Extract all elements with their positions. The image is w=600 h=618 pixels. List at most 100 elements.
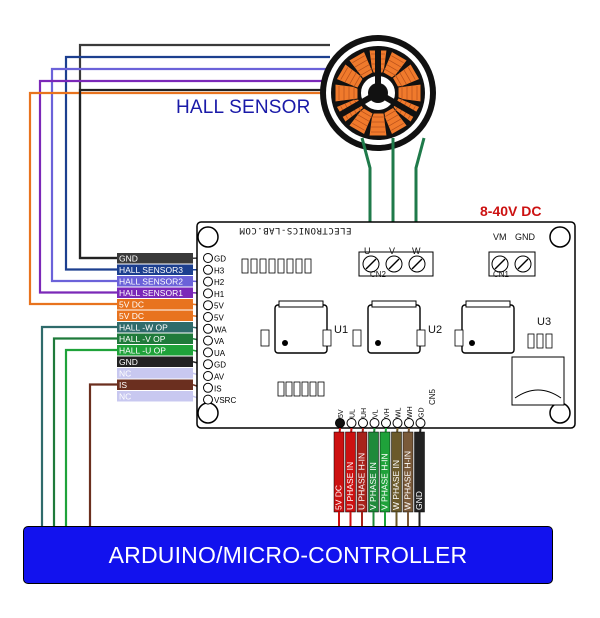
signal-wire — [90, 385, 117, 527]
wire-tag-label: GND — [119, 254, 138, 264]
wire-tag-label: HALL -V OP — [119, 334, 166, 344]
wire-tag — [117, 380, 193, 391]
header-pin — [382, 419, 391, 428]
chip-u1-label: U1 — [334, 324, 348, 336]
wire-tag-label: 5V DC — [119, 300, 144, 310]
mosfet-chip — [368, 305, 420, 353]
header-pin — [204, 336, 213, 345]
smd-resistor — [286, 382, 292, 396]
chip-dot — [282, 340, 288, 346]
header-pin — [204, 372, 213, 381]
header-pin-label: 5V — [338, 409, 345, 418]
header-pin — [204, 324, 213, 333]
bundle-wire-label: W PHASE IN — [391, 460, 401, 510]
header-pin — [204, 254, 213, 263]
header-pin-label: GD — [214, 361, 226, 370]
header-pin-label: VL — [373, 409, 380, 418]
header-pin — [336, 419, 345, 428]
header-pin — [204, 289, 213, 298]
signal-wire — [54, 339, 117, 527]
smd-resistor — [251, 259, 257, 273]
smd-part — [323, 330, 331, 346]
mounting-hole — [550, 403, 570, 423]
header-pin — [204, 348, 213, 357]
smd-part — [455, 330, 463, 346]
smd-resistor — [305, 259, 311, 273]
wire-tag-label: GND — [119, 357, 138, 367]
header-pin — [405, 419, 414, 428]
header-pin-label: WA — [214, 325, 227, 334]
mounting-hole — [550, 227, 570, 247]
header-pin-label: 5V — [214, 314, 224, 323]
smd-resistor — [260, 259, 266, 273]
smd-resistor — [537, 334, 543, 348]
wire-tag-label: IS — [119, 380, 127, 390]
header-pin-label: AV — [214, 373, 225, 382]
header-pin-label: GD — [214, 255, 226, 264]
header-pin-label: H1 — [214, 290, 225, 299]
wire-tag-label: NC — [119, 392, 131, 402]
header-pin-label: GD — [419, 408, 426, 419]
header-pin-label: H2 — [214, 278, 225, 287]
header-pin — [204, 277, 213, 286]
chip-dot — [375, 340, 381, 346]
smd-part — [417, 330, 425, 346]
capacitor-c10 — [512, 357, 564, 405]
smd-resistor — [310, 382, 316, 396]
header-pin — [204, 313, 213, 322]
header-pin — [204, 395, 213, 404]
smd-resistor — [296, 259, 302, 273]
smd-resistor — [287, 259, 293, 273]
wire-tag-label: HALL -W OP — [119, 323, 168, 333]
cn1-pin-vm: VM — [493, 232, 507, 242]
smd-resistor — [278, 259, 284, 273]
wire-tag-label: HALL SENSOR2 — [119, 277, 183, 287]
wire-tag-label: HALL -U OP — [119, 346, 166, 356]
chip-tab — [466, 301, 510, 307]
signal-wire — [66, 350, 117, 526]
smd-resistor — [269, 259, 275, 273]
bundle-wire-label: U PHASE IN — [345, 462, 355, 510]
smd-part — [353, 330, 361, 346]
header-pin — [359, 419, 368, 428]
bundle-wire-label: V PHASE IN — [368, 462, 378, 510]
bundle-wire-label: W PHASE H-IN — [403, 451, 413, 510]
header-pin — [204, 360, 213, 369]
header-pin — [370, 419, 379, 428]
header-pin-label: UL — [350, 409, 357, 418]
chip-u3-label: U3 — [537, 316, 551, 328]
bundle-wire-label: GND — [414, 491, 424, 510]
microcontroller-block: ARDUINO/MICRO-CONTROLLER — [23, 526, 553, 584]
smd-resistor — [278, 382, 284, 396]
bldc-motor — [320, 35, 436, 151]
mounting-hole — [198, 227, 218, 247]
wire-tag-label: 5V DC — [119, 311, 144, 321]
cn5-label: CN5 — [428, 389, 437, 405]
cn2-label: CN2 — [370, 270, 386, 279]
cn1-pin-gnd: GND — [515, 232, 535, 242]
header-pin — [204, 301, 213, 310]
header-pin — [204, 265, 213, 274]
header-pin-label: VSRC — [214, 396, 236, 405]
smd-resistor — [528, 334, 534, 348]
chip-tab — [372, 301, 416, 307]
smd-part — [261, 330, 269, 346]
wire-tag-label: NC — [119, 369, 131, 379]
header-pin-label: VA — [214, 337, 225, 346]
header-pin-label: UA — [214, 349, 226, 358]
bundle-wire-label: U PHASE H-IN — [357, 453, 367, 510]
chip-tab — [279, 301, 323, 307]
header-pin — [393, 419, 402, 428]
header-pin — [347, 419, 356, 428]
cn2-pin-u: U — [364, 246, 371, 256]
smd-resistor — [318, 382, 324, 396]
header-pin-label: H3 — [214, 266, 225, 275]
header-pin-label: WL — [396, 407, 403, 418]
header-pin — [204, 383, 213, 392]
header-pin-label: UH — [361, 408, 368, 418]
cn2-pin-w: W — [412, 246, 421, 256]
header-pin-label: 5V — [214, 302, 224, 311]
